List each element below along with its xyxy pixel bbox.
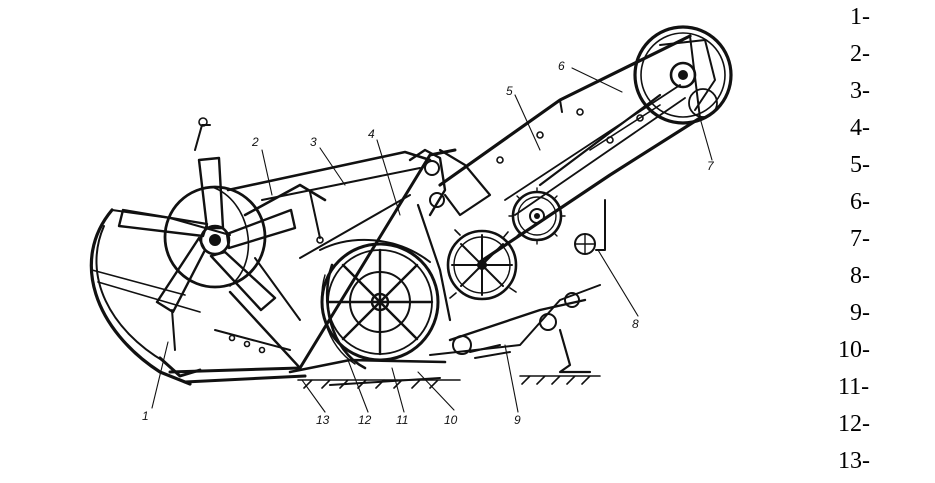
callout-2: 2 [251, 135, 259, 149]
callout-1: 1 [142, 409, 149, 423]
legend-item-2: 2- [850, 41, 870, 67]
bottom-skid [158, 356, 447, 386]
legend-item-7: 7- [850, 226, 870, 252]
legend-item-8: 8- [850, 263, 870, 289]
leader-lines [151, 67, 713, 413]
harvester-drawing: 1 2 3 4 5 6 7 8 9 10 11 12 13 [89, 25, 733, 427]
legend-item-13: 13- [838, 448, 870, 474]
legend-item-11: 11- [838, 374, 870, 400]
top-pulley [633, 25, 733, 125]
callout-8: 8 [632, 317, 639, 331]
main-frame [168, 148, 457, 384]
legend-item-3: 3- [850, 78, 870, 104]
legend-item-4: 4- [850, 115, 870, 141]
legend-item-9: 9- [850, 300, 870, 326]
legend-item-1: 1- [850, 4, 870, 30]
callout-7: 7 [707, 159, 715, 173]
legend-item-12: 12- [838, 411, 870, 437]
callout-13: 13 [316, 413, 330, 427]
beater [446, 229, 518, 301]
lower-sprocket [508, 187, 566, 245]
callout-9: 9 [514, 413, 521, 427]
callout-labels: 1 2 3 4 5 6 7 8 9 10 11 12 13 [142, 59, 715, 427]
legend-item-5: 5- [850, 152, 870, 178]
legend-item-6: 6- [850, 189, 870, 215]
callout-12: 12 [358, 413, 372, 427]
inclined-conveyor [438, 34, 702, 264]
callout-3: 3 [310, 135, 317, 149]
callout-10: 10 [444, 413, 458, 427]
callout-5: 5 [506, 84, 513, 98]
callout-6: 6 [558, 59, 565, 73]
legend-item-10: 10- [838, 337, 870, 363]
feeder-housing [408, 148, 601, 374]
legend-list: 1- 2- 3- 4- 5- 6- 7- 8- 9- 10- 11- 12- 1… [838, 2, 933, 483]
reel-arm [243, 183, 327, 244]
callout-11: 11 [396, 413, 408, 427]
callout-4: 4 [368, 127, 375, 141]
reel [117, 117, 301, 351]
ground-hatching [297, 375, 601, 389]
